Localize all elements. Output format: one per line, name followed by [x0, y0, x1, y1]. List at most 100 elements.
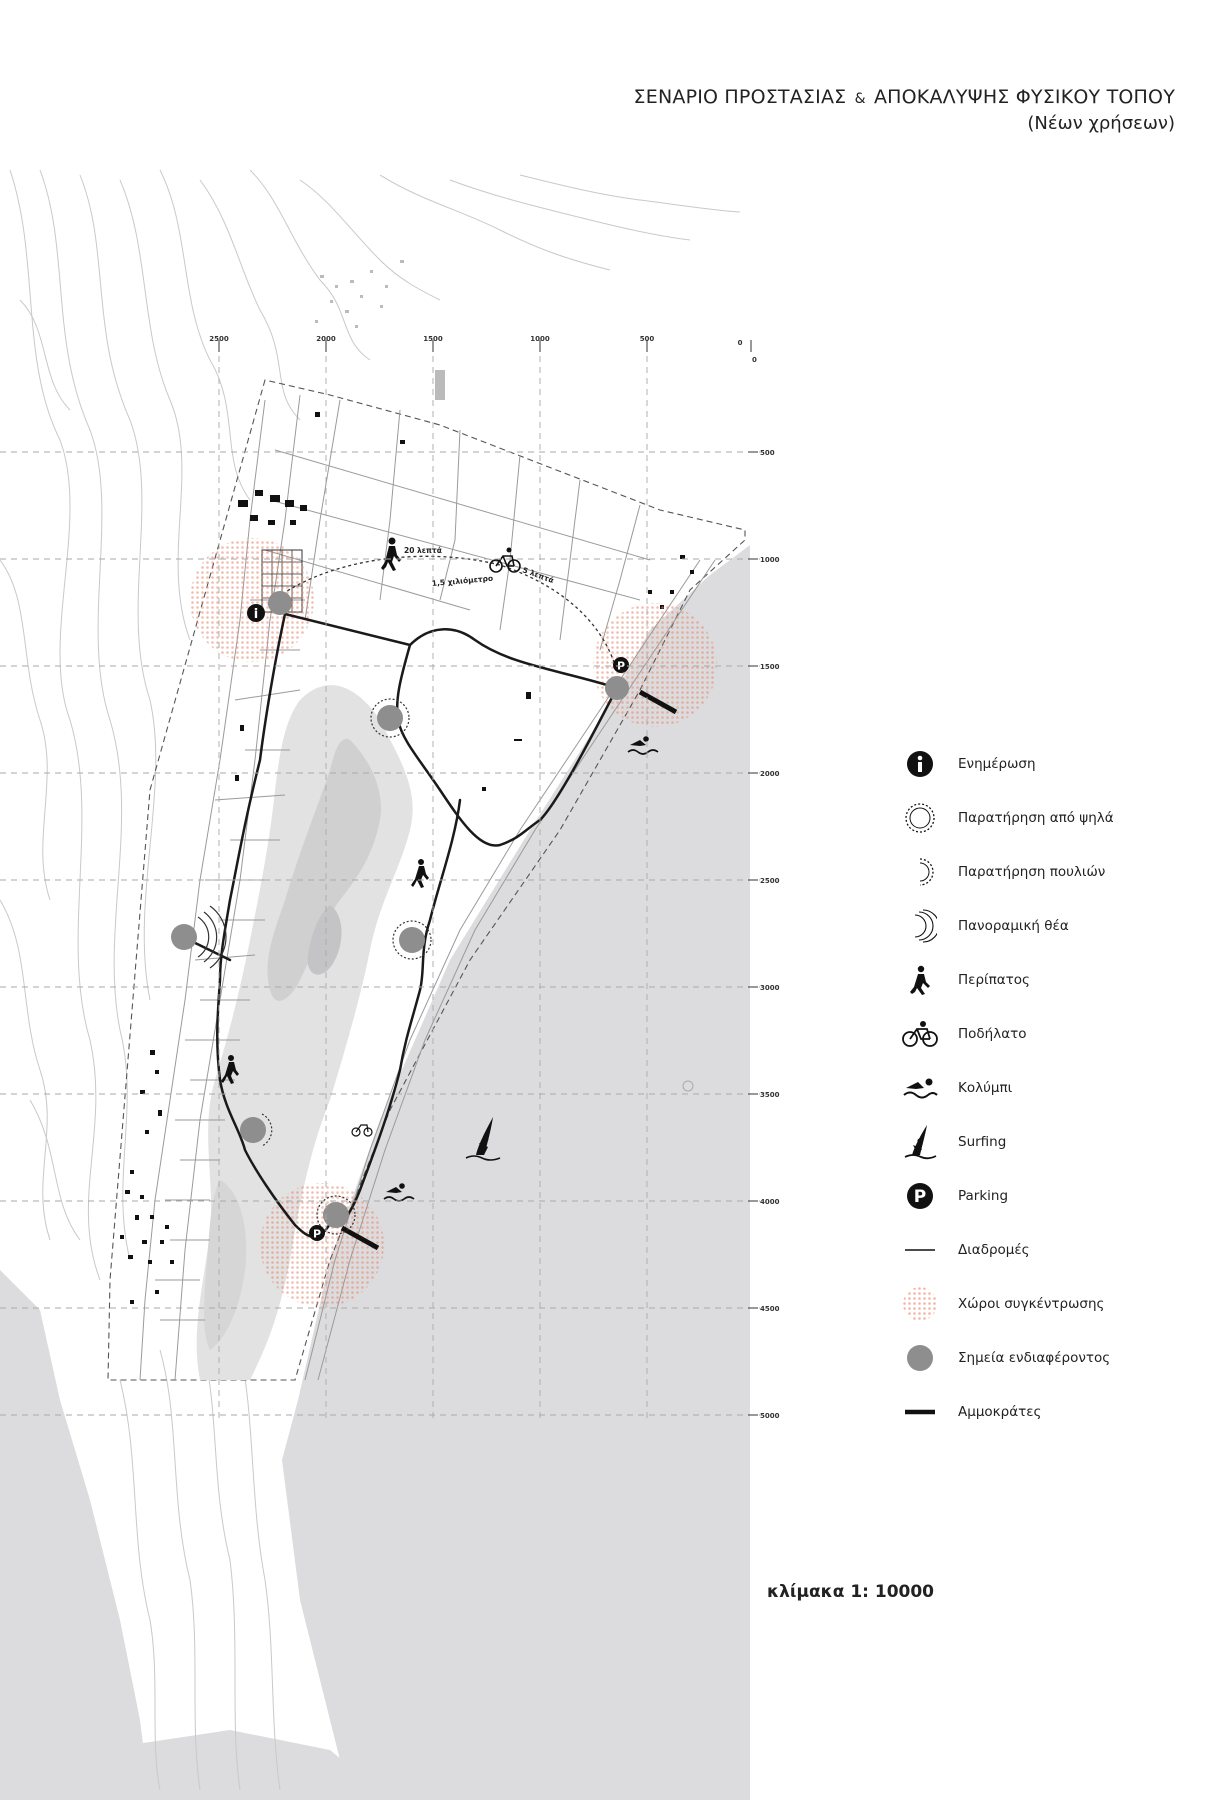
- base-map: i P P: [0, 169, 829, 1800]
- compass-rose: [787, 210, 829, 264]
- concentration-zone-north: [190, 538, 314, 662]
- y-tick-3500: 3500: [760, 1091, 780, 1099]
- x-tick-labels: 2500 2000 1500 1000 500 0: [209, 335, 742, 347]
- title-part-1: ΣΕΝΑΡΙΟ ΠΡΟΣΤΑΣΙΑΣ: [633, 86, 847, 108]
- y-tick-2000: 2000: [760, 770, 780, 778]
- concentration-zone-east: [593, 603, 717, 727]
- title-line-2: (Νέων χρήσεων): [1027, 113, 1175, 134]
- map-annotations: 20 λεπτά 5 λεπτά 1,5 χιλιόμετρο: [404, 546, 555, 588]
- legend-label-parking: Parking: [958, 1188, 1009, 1204]
- legend-item-interest-point: Σημεία ενδιαφέροντος: [900, 1331, 1200, 1385]
- legend-item-swimming: Κολύμπι: [900, 1061, 1200, 1115]
- legend-label-sand-barrier: Αμμοκράτες: [958, 1404, 1042, 1420]
- svg-text:P: P: [313, 1228, 321, 1241]
- map-surfing-icon: [465, 1117, 501, 1161]
- wetland-inner: [267, 739, 381, 1001]
- legend-item-bicycle: Ποδήλατο: [900, 1007, 1200, 1061]
- map-walking-icon: [381, 537, 401, 571]
- svg-text:P: P: [914, 1187, 926, 1207]
- y-tick-1500: 1500: [760, 663, 780, 671]
- panoramic-view-icon: [900, 906, 940, 946]
- legend-item-surfing: Surfing: [900, 1115, 1200, 1169]
- y-tick-500: 500: [760, 449, 775, 457]
- legend-label-panoramic: Πανοραμική θέα: [958, 918, 1069, 934]
- contour-lines: [0, 169, 741, 1791]
- title-line-1: ΣΕΝΑΡΙΟ ΠΡΟΣΤΑΣΙΑΣ & ΑΠΟΚΑΛΥΨΗΣ ΦΥΣΙΚΟΥ …: [634, 86, 1175, 108]
- parking-icon: P: [900, 1176, 940, 1216]
- birdwatching-icon: [900, 852, 940, 892]
- route-line-icon: [900, 1230, 940, 1270]
- legend-label-bicycle: Ποδήλατο: [958, 1026, 1027, 1042]
- interest-point-icon: [900, 1338, 940, 1378]
- legend-item-birdwatching: Παρατήρηση πουλιών: [900, 845, 1200, 899]
- map-title: ΣΕΝΑΡΙΟ ΠΡΟΣΤΑΣΙΑΣ & ΑΠΟΚΑΛΥΨΗΣ ΦΥΣΙΚΟΥ …: [634, 86, 1175, 134]
- concentration-area-icon: [900, 1284, 940, 1324]
- map-info-marker: i: [247, 604, 265, 622]
- legend-label-walking: Περίπατος: [958, 972, 1030, 988]
- map-bicycle-icon-2: [351, 1124, 373, 1137]
- wetland-south: [204, 1180, 247, 1350]
- sand-barrier-east: [638, 689, 678, 715]
- scale-label: κλίμακα 1: 10000: [767, 1582, 935, 1602]
- y-tick-4500: 4500: [760, 1305, 780, 1313]
- grid-ticks: [218, 340, 758, 1416]
- info-icon: [900, 744, 940, 784]
- legend-item-sand-barrier: Αμμοκράτες: [900, 1385, 1200, 1439]
- concentration-zone-south: [260, 1183, 384, 1307]
- distance-arc: [267, 555, 616, 666]
- high-observation-icon: [900, 798, 940, 838]
- walk-time-label: 20 λεπτά: [404, 546, 442, 555]
- sea: [282, 545, 750, 1800]
- legend-label-high-observation: Παρατήρηση από ψηλά: [958, 810, 1114, 826]
- x-tick-500: 500: [640, 335, 655, 343]
- y-tick-4000: 4000: [760, 1198, 780, 1206]
- map-walking-icon-2: [411, 859, 429, 888]
- legend-label-route: Διαδρομές: [958, 1242, 1030, 1258]
- legend: Ενημέρωση Παρατήρηση από ψηλά Παρατήρηση…: [900, 737, 1200, 1439]
- study-boundary: [107, 379, 746, 1381]
- wetland-core: [307, 905, 342, 975]
- walking-icon: [900, 960, 940, 1000]
- legend-item-info: Ενημέρωση: [900, 737, 1200, 791]
- y-tick-5000: 5000: [760, 1412, 780, 1420]
- map-parking-marker-south: P: [309, 1225, 325, 1241]
- legend-item-walking: Περίπατος: [900, 953, 1200, 1007]
- legend-label-birdwatching: Παρατήρηση πουλιών: [958, 864, 1106, 880]
- map-parking-marker-east: P: [613, 657, 629, 673]
- y-tick-0: 0: [752, 356, 757, 364]
- x-tick-1000: 1000: [530, 335, 550, 343]
- swimming-icon: [900, 1068, 940, 1108]
- top-scatter: [315, 260, 445, 400]
- coordinate-grid: [0, 345, 760, 1420]
- y-tick-labels: 0 500 1000 1500 2000 2500 3000 3500 4000…: [752, 356, 780, 1420]
- legend-item-parking: P Parking: [900, 1169, 1200, 1223]
- small-marker: [682, 1080, 694, 1092]
- bottom-water: [130, 1730, 390, 1800]
- distance-label: 1,5 χιλιόμετρο: [431, 574, 493, 588]
- y-tick-3000: 3000: [760, 984, 780, 992]
- legend-label-concentration: Χώροι συγκέντρωσης: [958, 1296, 1105, 1312]
- legend-label-info: Ενημέρωση: [958, 756, 1036, 772]
- sand-barrier-south: [340, 1225, 380, 1251]
- y-tick-2500: 2500: [760, 877, 780, 885]
- bike-time-label: 5 λεπτά: [521, 565, 555, 585]
- x-tick-2500: 2500: [209, 335, 229, 343]
- map-bicycle-icon: [489, 547, 521, 573]
- legend-item-panoramic: Πανοραμική θέα: [900, 899, 1200, 953]
- x-tick-1500: 1500: [423, 335, 443, 343]
- legend-label-surfing: Surfing: [958, 1134, 1007, 1150]
- x-tick-0: 0: [738, 339, 743, 347]
- buildings: [120, 412, 694, 1304]
- x-tick-2000: 2000: [316, 335, 336, 343]
- sand-barrier-icon: [900, 1392, 940, 1432]
- legend-label-interest-point: Σημεία ενδιαφέροντος: [958, 1350, 1111, 1366]
- legend-label-swimming: Κολύμπι: [958, 1080, 1013, 1096]
- title-part-2: ΑΠΟΚΑΛΥΨΗΣ ΦΥΣΙΚΟΥ ΤΟΠΟΥ: [873, 86, 1175, 108]
- surfing-icon: [900, 1122, 940, 1162]
- legend-item-concentration: Χώροι συγκέντρωσης: [900, 1277, 1200, 1331]
- legend-item-route: Διαδρομές: [900, 1223, 1200, 1277]
- map-walking-icon-3: [221, 1055, 239, 1084]
- interest-points: [171, 591, 629, 1235]
- y-tick-1000: 1000: [760, 556, 780, 564]
